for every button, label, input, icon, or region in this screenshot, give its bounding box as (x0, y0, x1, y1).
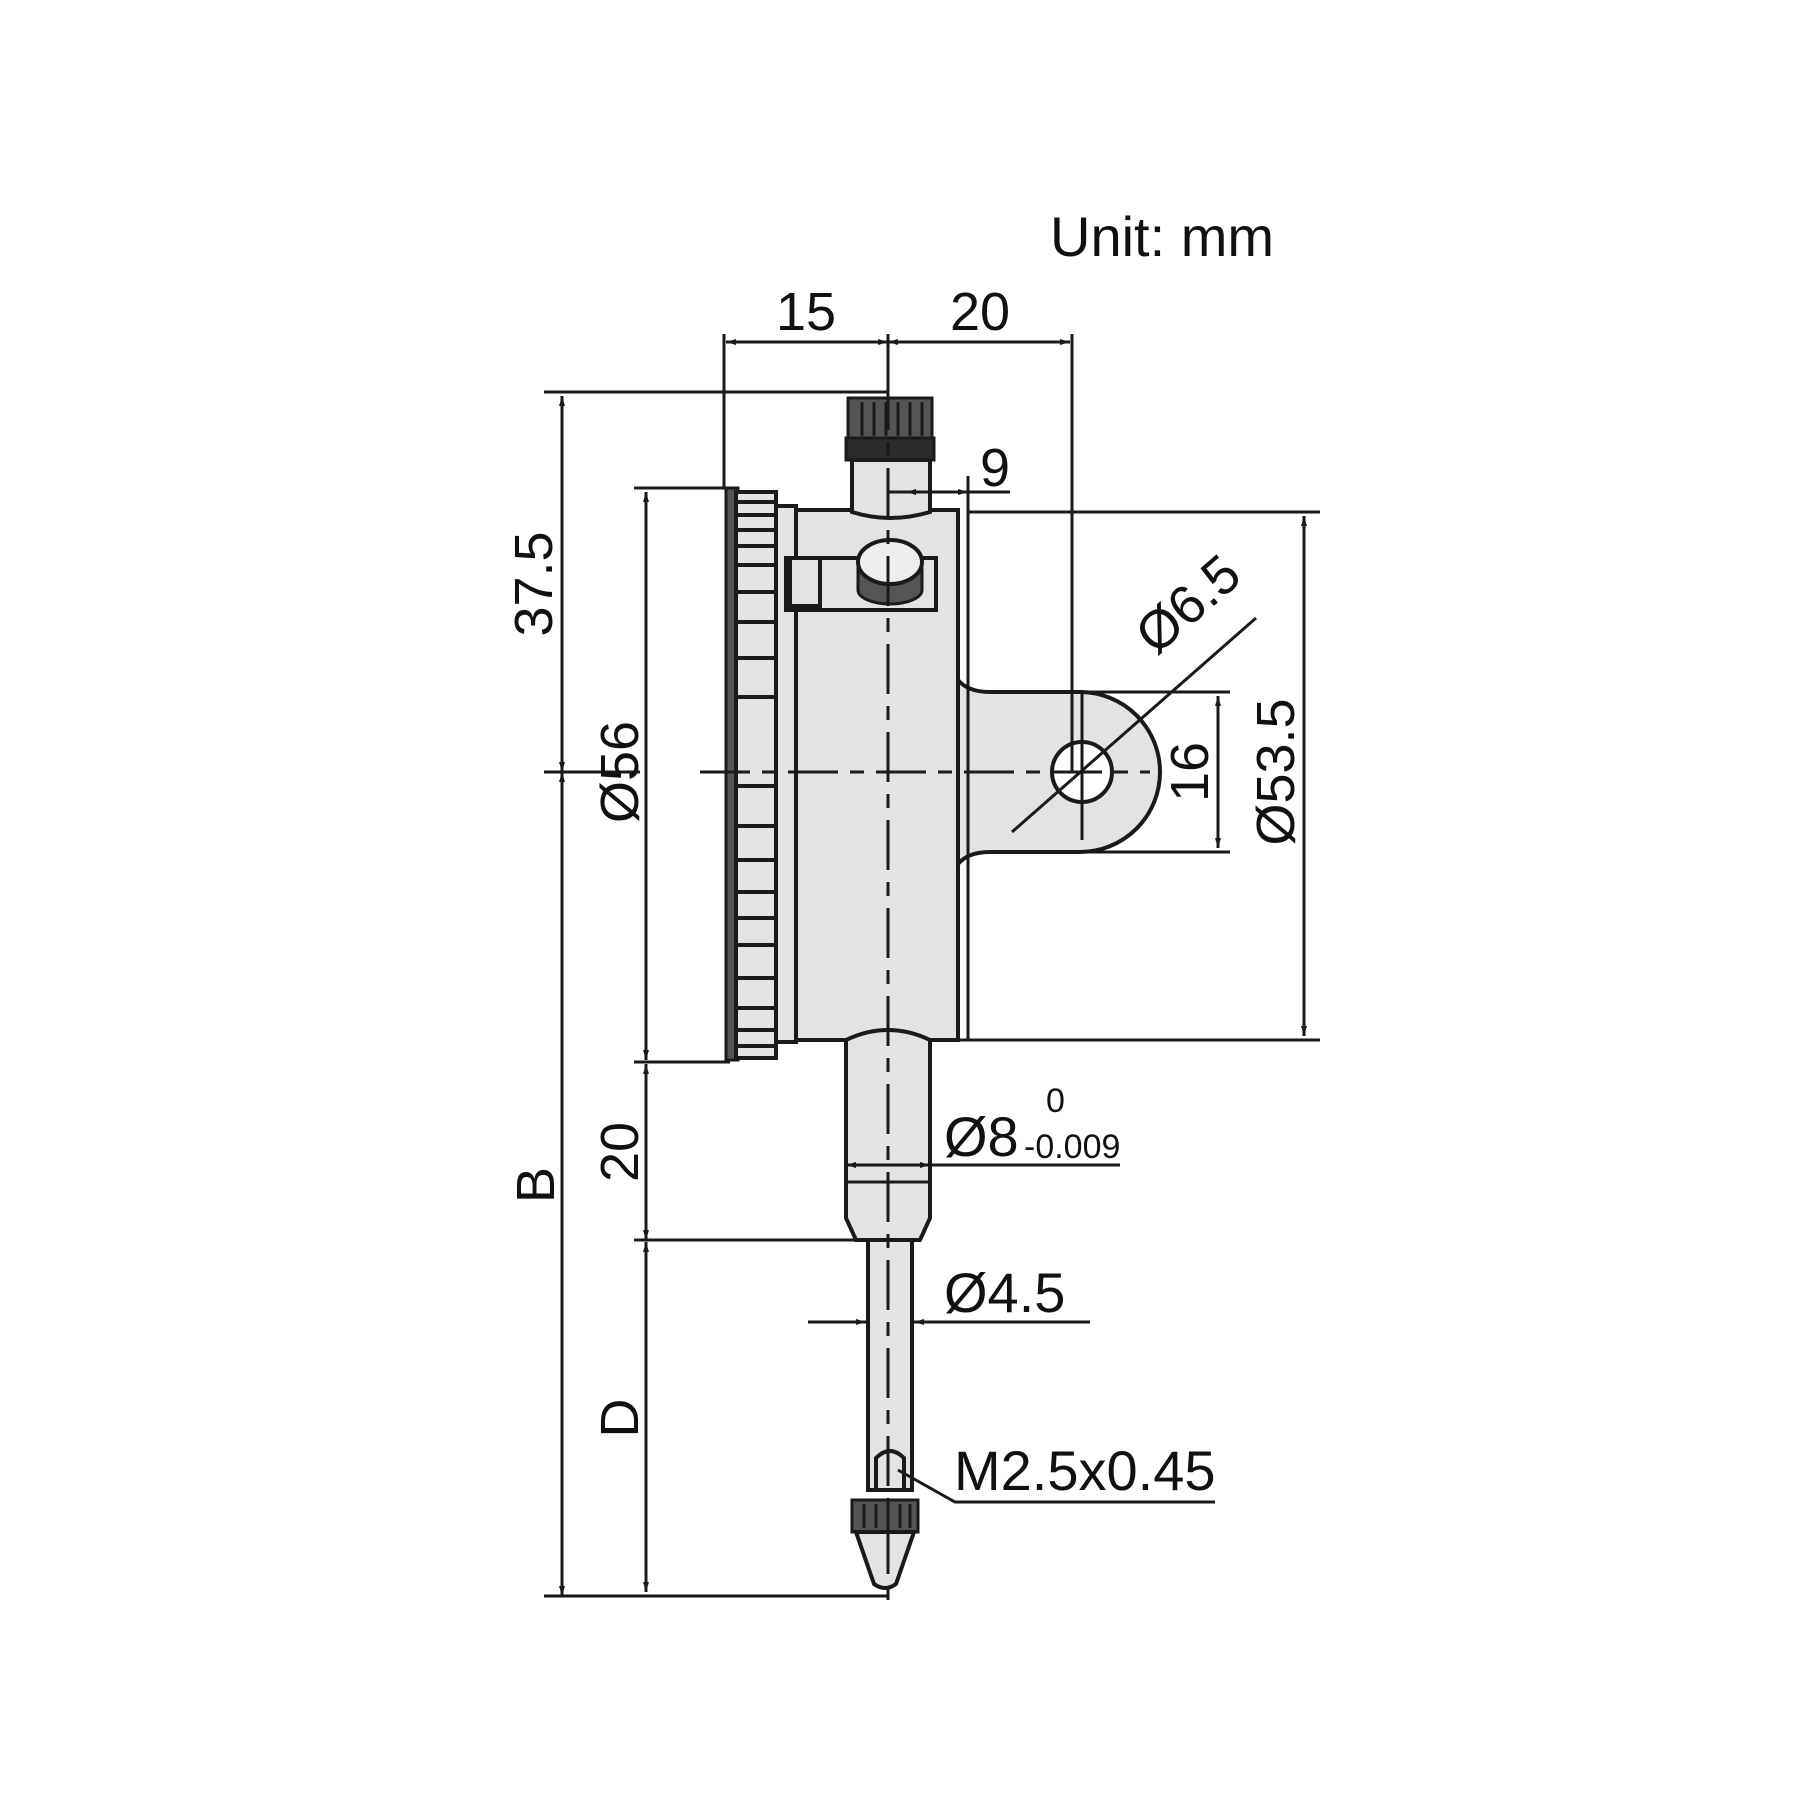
dim-stem-tol-lower: -0.009 (1024, 1128, 1120, 1166)
dim-back-diameter: Ø53.5 (1246, 698, 1306, 845)
dimension-lines (544, 334, 1320, 1598)
spindle (866, 1238, 914, 1492)
dim-travel-length: D (590, 1399, 650, 1438)
dim-spindle-diameter: Ø4.5 (944, 1261, 1065, 1324)
bezel-knurl (734, 490, 778, 1060)
unit-label: Unit: mm (1050, 205, 1274, 268)
contact-thread (874, 1449, 906, 1492)
dim-stem-length: 20 (590, 1122, 650, 1182)
clamp-screw-head (856, 538, 924, 586)
dim-stem-diameter: Ø8 (944, 1105, 1019, 1168)
top-stem (850, 458, 932, 520)
bezel-knurl-lines (736, 500, 776, 1048)
dim-overall-length: B (506, 1167, 566, 1203)
dim-stem-offset: 9 (980, 438, 1010, 498)
dim-lug-width: 16 (1160, 742, 1220, 802)
dim-stem-tol-upper: 0 (1046, 1082, 1065, 1120)
indicator-body (724, 396, 1162, 1590)
dim-contact-thread: M2.5x0.45 (954, 1439, 1216, 1502)
contact-tip (853, 1530, 917, 1590)
contact-knurl (850, 1498, 920, 1534)
dim-dial-diameter: Ø56 (590, 721, 650, 823)
dim-top-left-width: 15 (776, 282, 836, 342)
dim-top-height: 37.5 (504, 531, 564, 636)
dim-top-right-width: 20 (950, 282, 1010, 342)
cap-knurl-band (844, 436, 936, 462)
dim-lug-hole-diameter: Ø6.5 (1124, 543, 1252, 665)
center-lines (700, 380, 1150, 1610)
